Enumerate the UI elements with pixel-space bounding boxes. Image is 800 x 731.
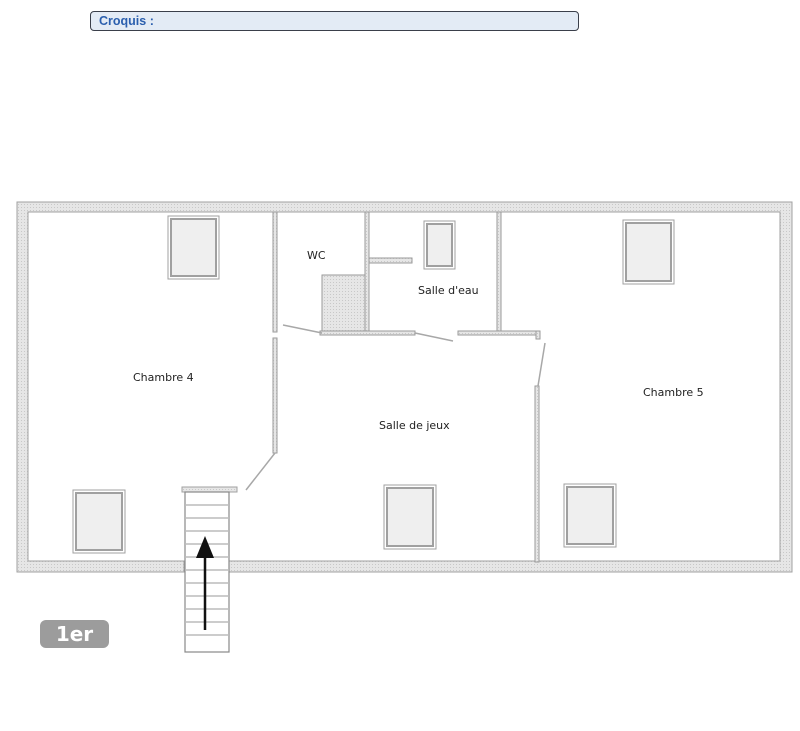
room-label-salle-de-jeux: Salle de jeux (379, 419, 450, 432)
room-label-chambre-4: Chambre 4 (133, 371, 194, 384)
windows (72, 215, 675, 554)
window-jeux (383, 484, 437, 550)
room-label-chambre-5: Chambre 5 (643, 386, 704, 399)
window-chambre4-bottom (72, 489, 126, 554)
window-sde (423, 220, 456, 270)
interior-walls (272, 211, 541, 563)
room-label-salle-deau: Salle d'eau (418, 284, 479, 297)
staircase (181, 486, 238, 653)
croquis-label: Croquis : (99, 14, 154, 28)
exterior-walls (16, 201, 793, 573)
window-chambre4-top (167, 215, 220, 280)
door-swings (245, 324, 546, 491)
level-badge: 1er (40, 620, 109, 648)
croquis-header-bar: Croquis : (90, 11, 579, 31)
arrow-up-icon (196, 536, 214, 630)
window-chambre5-top (622, 219, 675, 285)
room-label-wc: WC (307, 249, 326, 262)
window-chambre5-bottom (563, 483, 617, 548)
